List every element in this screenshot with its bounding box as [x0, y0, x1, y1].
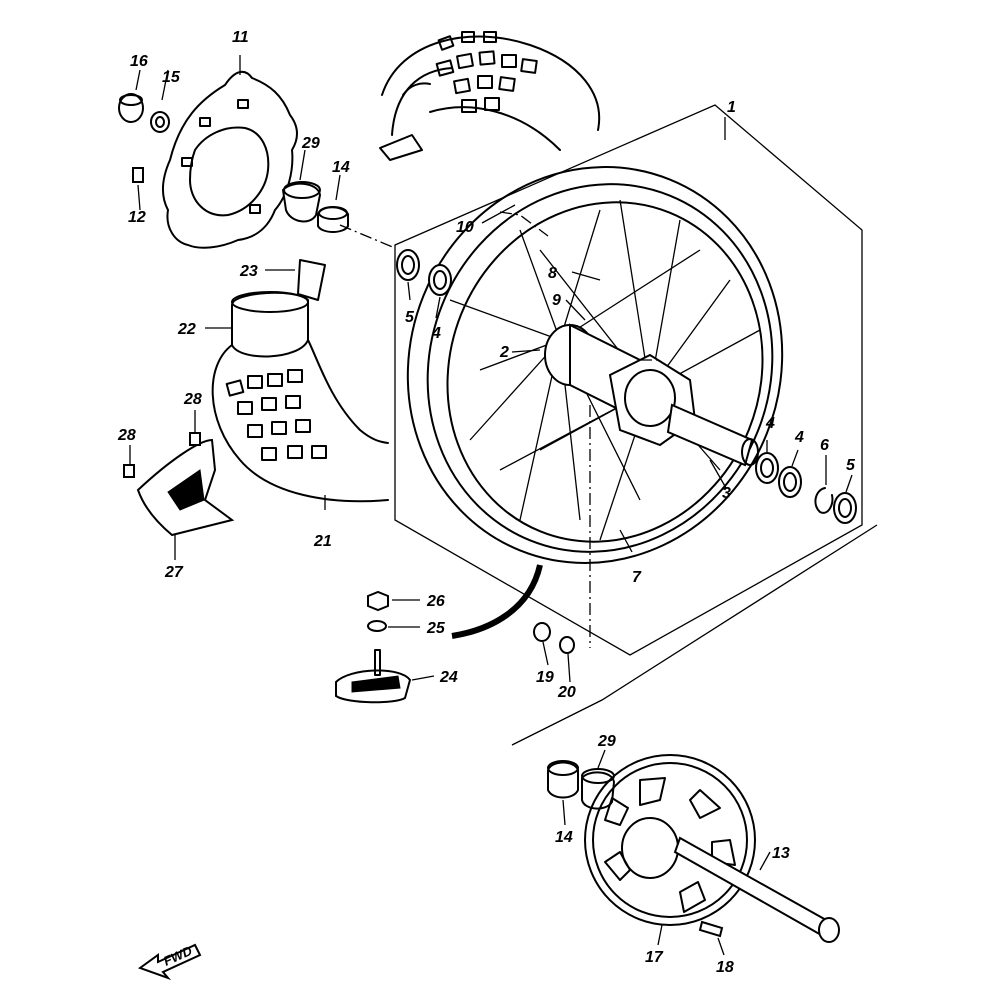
collar-14-top	[317, 206, 349, 233]
callout-5-left: 5	[405, 309, 415, 326]
forward-arrow-icon: FWD	[137, 943, 202, 981]
disc-guard-27	[136, 438, 235, 537]
rim-band	[451, 564, 543, 639]
callout-1: 1	[727, 99, 736, 116]
rim-lock-24	[335, 649, 412, 704]
nut-26	[367, 590, 389, 612]
callout-15: 15	[162, 69, 181, 86]
sprocket-assembly-frame	[511, 524, 878, 746]
callout-14-top: 14	[332, 159, 350, 176]
washer-25	[367, 620, 387, 632]
spacer-29-bottom	[581, 768, 616, 810]
callout-14-bottom: 14	[555, 829, 573, 846]
callout-10: 10	[456, 219, 474, 236]
tire-outer-left	[211, 259, 389, 503]
callout-23: 23	[239, 263, 258, 280]
axle-sleeve-3	[666, 403, 759, 467]
callout-4-right-a: 4	[765, 415, 775, 432]
seal-5-left	[396, 249, 420, 281]
alignment-lines	[339, 211, 660, 648]
callout-24: 24	[439, 669, 458, 686]
callout-4-right-b: 4	[794, 429, 804, 446]
callout-11: 11	[232, 29, 249, 46]
leader-lines	[129, 55, 853, 956]
seal-5-right	[833, 492, 857, 524]
bolt-18	[698, 920, 724, 938]
callout-3: 3	[722, 485, 731, 502]
callout-12: 12	[128, 209, 146, 226]
bolt-28b	[189, 432, 201, 446]
washer-15	[150, 111, 170, 133]
callout-13: 13	[772, 845, 790, 862]
bolt-28a	[123, 464, 135, 478]
callout-2: 2	[499, 344, 509, 361]
callout-7: 7	[632, 569, 642, 586]
collar-14-bottom	[547, 760, 579, 799]
callout-16: 16	[130, 53, 148, 70]
tire-outer-top	[379, 31, 601, 161]
nut-16	[118, 93, 144, 123]
callout-9: 9	[552, 292, 561, 309]
washer-20	[559, 636, 575, 654]
callout-4-left: 4	[431, 325, 441, 342]
callout-5-right: 5	[846, 457, 856, 474]
callout-18: 18	[716, 959, 734, 976]
spacer-29-top	[281, 181, 322, 223]
bolt-12	[132, 167, 144, 183]
callout-6: 6	[820, 437, 829, 454]
callout-labels: 1 2 3 4 4 4 5 5 6 7 8 9 10 11 12 13 14 1…	[117, 29, 856, 976]
callout-27: 27	[164, 564, 184, 581]
circlip-6	[814, 487, 834, 514]
wheel-rim	[406, 166, 784, 564]
callout-28-left: 28	[117, 427, 136, 444]
callout-8: 8	[548, 265, 557, 282]
bearing-4-right-a	[755, 452, 779, 484]
callout-17: 17	[645, 949, 664, 966]
callout-26: 26	[426, 593, 445, 610]
bearing-4-left	[428, 264, 452, 296]
sprocket-17	[584, 754, 756, 926]
axle-13	[673, 836, 840, 943]
assembly-frame	[394, 104, 863, 656]
brake-disc	[162, 70, 298, 249]
callout-28-right: 28	[183, 391, 202, 408]
bearing-4-right-b	[778, 466, 802, 498]
callout-20: 20	[557, 684, 576, 701]
spokes	[449, 199, 761, 541]
callout-29-top: 29	[301, 135, 320, 152]
callout-19: 19	[536, 669, 554, 686]
callout-29-bottom: 29	[597, 733, 616, 750]
callout-25: 25	[426, 620, 446, 637]
callout-22: 22	[177, 321, 196, 338]
callout-21: 21	[313, 533, 332, 550]
nut-19	[533, 622, 551, 642]
